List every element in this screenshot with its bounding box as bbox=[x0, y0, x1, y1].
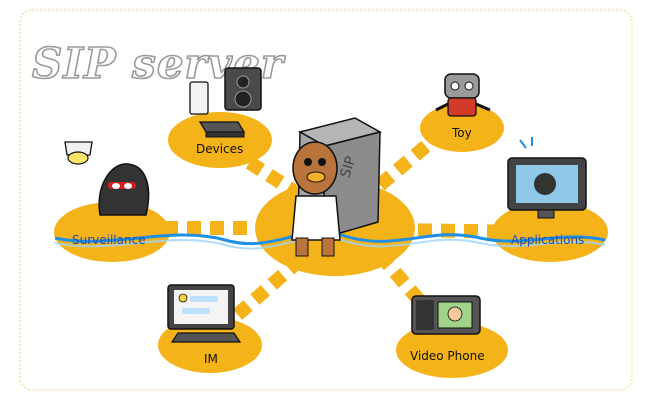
network-line bbox=[54, 230, 606, 246]
robot-icon bbox=[435, 73, 491, 117]
connector-im bbox=[215, 254, 305, 336]
server-label: SIP bbox=[338, 155, 360, 180]
speaker-icon bbox=[189, 67, 262, 115]
chat-computer-icon bbox=[167, 284, 242, 343]
mascot-icon bbox=[291, 141, 341, 257]
label-toy: Toy bbox=[451, 126, 472, 140]
node-applications-blob bbox=[492, 202, 608, 262]
video-phone-icon bbox=[411, 295, 481, 335]
camera-icon bbox=[64, 141, 93, 165]
node-toy-blob bbox=[420, 104, 504, 152]
node-im-blob bbox=[158, 317, 262, 373]
label-video-phone: Video Phone bbox=[410, 349, 485, 363]
router-icon bbox=[198, 121, 246, 138]
label-im: IM bbox=[204, 352, 218, 366]
node-devices-blob bbox=[168, 112, 272, 168]
node-video-phone-blob bbox=[396, 322, 508, 378]
frame bbox=[19, 9, 633, 391]
label-surveillance: Surveillance bbox=[72, 233, 146, 247]
label-devices: Devices bbox=[196, 142, 243, 156]
label-applications: Applications bbox=[511, 233, 584, 247]
intruder-figure-icon bbox=[98, 163, 150, 216]
monitor-icon bbox=[507, 137, 587, 219]
